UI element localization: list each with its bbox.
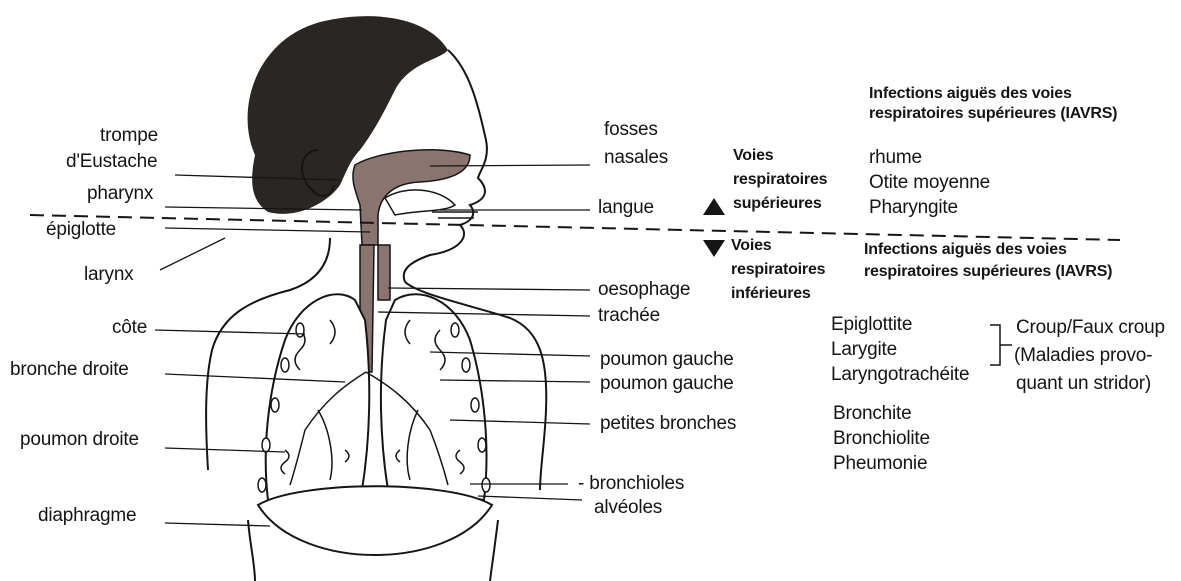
label-fosses: fosses (604, 118, 658, 141)
label-poumon-droit: poumon droite (20, 428, 139, 451)
upper-infections-header-2: respiratoires supérieures (IAVRS) (869, 104, 1117, 124)
label-nasales: nasales (604, 146, 668, 169)
upper-infection-item: Otite moyenne (869, 171, 990, 194)
up-triangle-icon (703, 198, 725, 215)
lower-infections-header-1: Infections aiguës des voies (864, 240, 1067, 260)
lower-infection-item: Bronchite (833, 402, 911, 425)
croup-note-2: (Maladies provo- (1014, 344, 1152, 367)
label-deustache: d'Eustache (66, 150, 157, 173)
label-poumon-gauche-1: poumon gauche (600, 348, 734, 371)
croup-bracket (990, 325, 1012, 365)
upper-tract-title-1: Voies (733, 146, 774, 166)
label-bronche-droite: bronche droite (10, 358, 129, 381)
left-lung (381, 294, 487, 500)
croup-item: Larygite (831, 338, 897, 361)
down-triangle-icon (703, 240, 725, 257)
label-langue: langue (598, 196, 654, 219)
oesophagus (378, 245, 390, 300)
lower-infection-item: Bronchiolite (833, 427, 930, 450)
label-trompe: trompe (100, 124, 156, 147)
diaphragm (258, 486, 492, 555)
upper-infection-item: Pharyngite (869, 196, 958, 219)
upper-infection-item: rhume (869, 146, 922, 169)
label-cote: côte (112, 316, 147, 339)
label-pharynx: pharynx (87, 182, 153, 205)
lower-infection-item: Pheumonie (833, 452, 927, 475)
label-epiglotte: épiglotte (46, 218, 116, 241)
upper-infections-header-1: Infections aiguës des voies (869, 84, 1072, 104)
lower-infections-header-2: respiratoires supérieures (IAVRS) (864, 262, 1112, 282)
lower-tract-title-3: inférieures (731, 284, 811, 304)
lower-tract-title-2: respiratoires (731, 260, 825, 280)
label-bronchioles: - bronchioles (578, 472, 684, 495)
label-petites-bronches: petites bronches (600, 412, 736, 435)
label-oesophage: oesophage (598, 278, 690, 301)
label-alveoles: alvéoles (594, 496, 662, 519)
upper-tract-title-2: respiratoires (733, 170, 827, 190)
label-larynx: larynx (84, 263, 133, 286)
label-poumon-gauche-2: poumon gauche (600, 372, 734, 395)
upper-tract-title-3: supérieures (733, 194, 822, 214)
hair (248, 16, 448, 214)
label-trachee: trachée (598, 304, 660, 327)
lower-tract-title-1: Voies (731, 236, 772, 256)
croup-item: Laryngotrachéite (831, 363, 969, 386)
label-diaphragme: diaphragme (38, 504, 136, 527)
croup-item: Epiglottite (831, 313, 912, 336)
tongue (385, 190, 455, 215)
croup-note-3: quant un stridor) (1016, 372, 1151, 395)
croup-note-1: Croup/Faux croup (1016, 316, 1165, 339)
